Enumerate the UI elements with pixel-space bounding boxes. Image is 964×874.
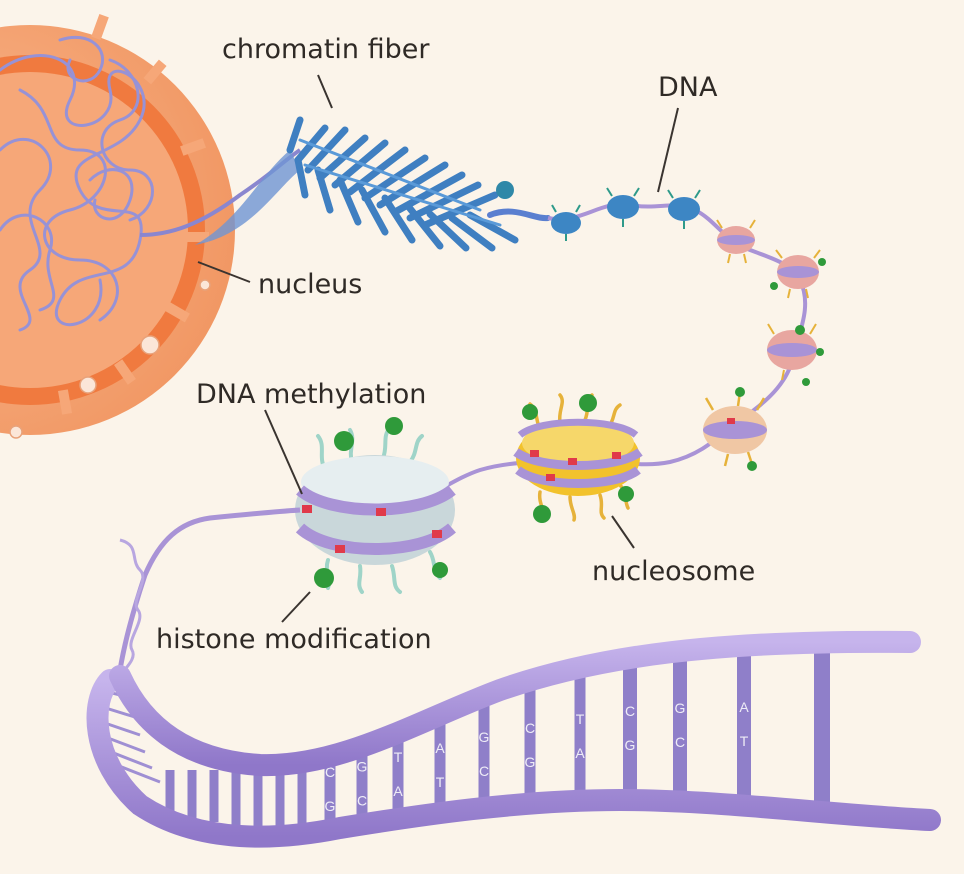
dna-strand-to-helix bbox=[117, 507, 301, 671]
fiber-loops bbox=[286, 116, 519, 252]
base-letter: G bbox=[479, 729, 490, 745]
leader-dna-methylation bbox=[264, 409, 303, 495]
methyl-mark bbox=[302, 505, 312, 513]
base-letter: G bbox=[625, 737, 636, 753]
small-nucleosome-pink-4 bbox=[703, 387, 767, 471]
label-dna: DNA bbox=[658, 72, 718, 103]
label-nucleus: nucleus bbox=[258, 269, 362, 300]
leader-chromatin-fiber bbox=[317, 74, 333, 109]
methyl-mark bbox=[568, 458, 577, 465]
methyl-mark bbox=[335, 545, 345, 553]
base-letter: T bbox=[576, 711, 585, 727]
label-dna-methylation: DNA methylation bbox=[196, 379, 426, 410]
base-letter: C bbox=[479, 763, 489, 779]
leader-nucleosome bbox=[611, 515, 635, 549]
small-nucleosome-blue-2 bbox=[606, 187, 640, 227]
label-histone-modification: histone modification bbox=[156, 624, 432, 655]
base-letter: C bbox=[325, 764, 335, 780]
base-letter: G bbox=[675, 700, 686, 716]
base-letter: C bbox=[357, 793, 367, 809]
methyl-mark bbox=[432, 530, 442, 538]
modification-balls bbox=[522, 394, 634, 523]
base-letter: G bbox=[325, 798, 336, 814]
base-letter: T bbox=[436, 774, 445, 790]
methyl-mark bbox=[530, 450, 539, 457]
small-nucleosome-pink-3 bbox=[767, 323, 824, 386]
methyl-mark bbox=[376, 508, 386, 516]
leader-nucleus bbox=[197, 261, 251, 283]
nucleus bbox=[0, 14, 302, 439]
dna-ladder: C G G C T A A T G C C G T A C G G C A T bbox=[86, 630, 941, 848]
nuclear-chromatin bbox=[0, 35, 154, 332]
dna-backbone-lower bbox=[86, 669, 941, 848]
base-letter: G bbox=[357, 759, 368, 775]
base-letter: C bbox=[675, 734, 685, 750]
base-letter: A bbox=[393, 783, 403, 799]
small-nucleosome-blue-1 bbox=[551, 204, 581, 241]
ladder-rungs: C G G C T A A T G C C G T A C G G C A T bbox=[165, 640, 830, 830]
dna-backbone-upper bbox=[109, 630, 921, 777]
base-letter: A bbox=[739, 699, 749, 715]
base-letter: T bbox=[740, 733, 749, 749]
base-letter: T bbox=[394, 749, 403, 765]
helix-coil bbox=[116, 538, 145, 681]
small-nucleosome-blue-3 bbox=[667, 189, 701, 229]
base-letter: C bbox=[625, 703, 635, 719]
small-nucleosome-pink-1 bbox=[716, 219, 756, 264]
chromatin-fiber bbox=[195, 116, 551, 252]
fiber-tip-ball bbox=[496, 181, 514, 199]
methyl-mark bbox=[546, 474, 555, 481]
leader-dna bbox=[657, 107, 679, 193]
nuclear-pores bbox=[57, 14, 209, 415]
base-letter: A bbox=[435, 740, 445, 756]
base-letter: A bbox=[575, 745, 585, 761]
vesicles bbox=[9, 279, 211, 439]
base-letter: C bbox=[525, 720, 535, 736]
nucleosome-yellow bbox=[513, 393, 643, 523]
label-chromatin-fiber: chromatin fiber bbox=[222, 34, 430, 65]
methyl-mark bbox=[612, 452, 621, 459]
leader-histone-modification bbox=[281, 591, 311, 623]
small-nucleosome-pink-2 bbox=[770, 249, 826, 299]
nucleosome-gray bbox=[295, 417, 456, 594]
label-nucleosome: nucleosome bbox=[592, 556, 755, 587]
modification-balls bbox=[314, 417, 448, 588]
base-letter: G bbox=[525, 754, 536, 770]
